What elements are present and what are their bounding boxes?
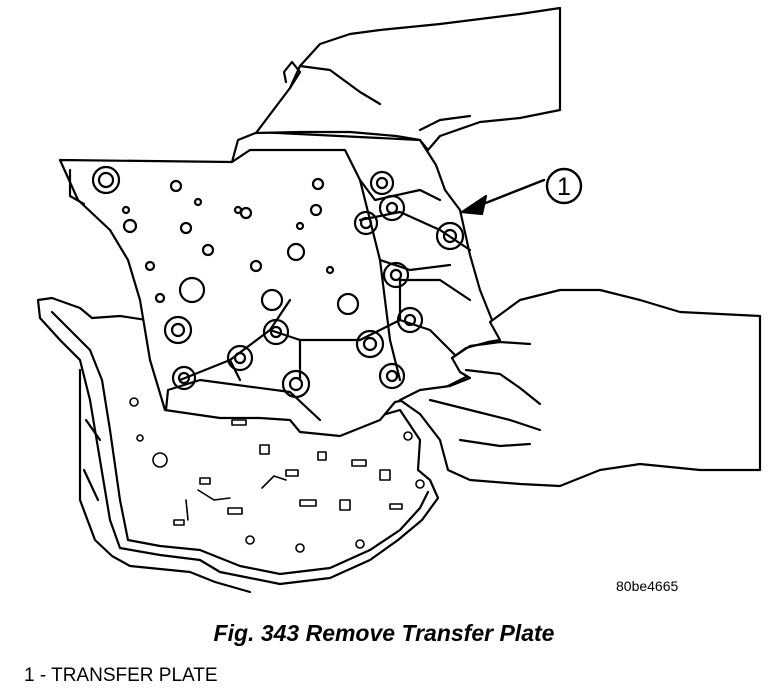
callout-number: 1: [557, 173, 571, 201]
transfer-plate: [58, 130, 502, 438]
transfer-plate-holes: [91, 165, 465, 399]
transfer-plate-illustration: 1: [36, 6, 762, 594]
lower-hand: [398, 288, 762, 488]
legend-item: 1 - TRANSFER PLATE: [24, 665, 218, 686]
image-code: 80be4665: [616, 578, 679, 594]
upper-hand: [254, 6, 562, 152]
callout-1: [460, 167, 583, 216]
valve-body: [36, 296, 440, 594]
figure-caption: Fig. 343 Remove Transfer Plate: [213, 620, 555, 646]
